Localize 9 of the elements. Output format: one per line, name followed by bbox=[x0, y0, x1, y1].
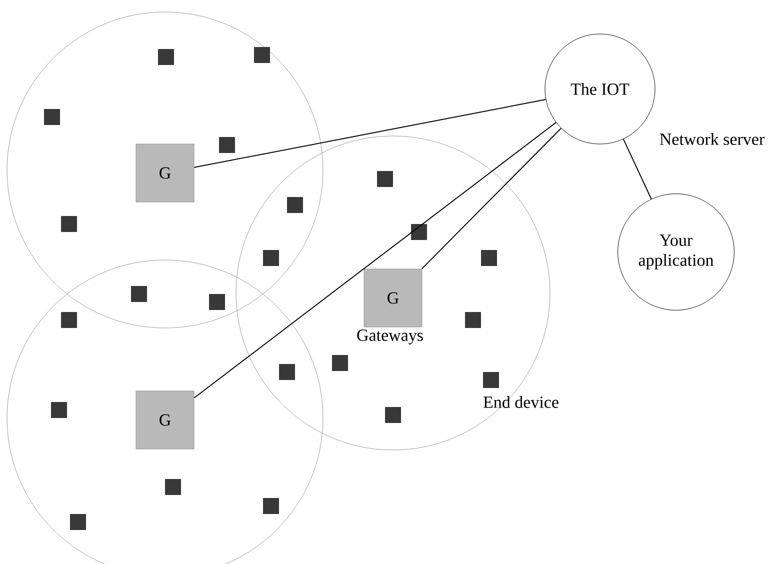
connector-line bbox=[622, 138, 652, 200]
connector-line bbox=[421, 128, 562, 270]
connector-line bbox=[194, 98, 546, 168]
text-label: End device bbox=[484, 396, 558, 408]
connector-line bbox=[194, 122, 557, 398]
gateway-box: G bbox=[364, 268, 422, 328]
text-label: Network server bbox=[660, 133, 764, 145]
gateway-box: G bbox=[136, 144, 194, 202]
gateway-box: G bbox=[136, 390, 194, 450]
